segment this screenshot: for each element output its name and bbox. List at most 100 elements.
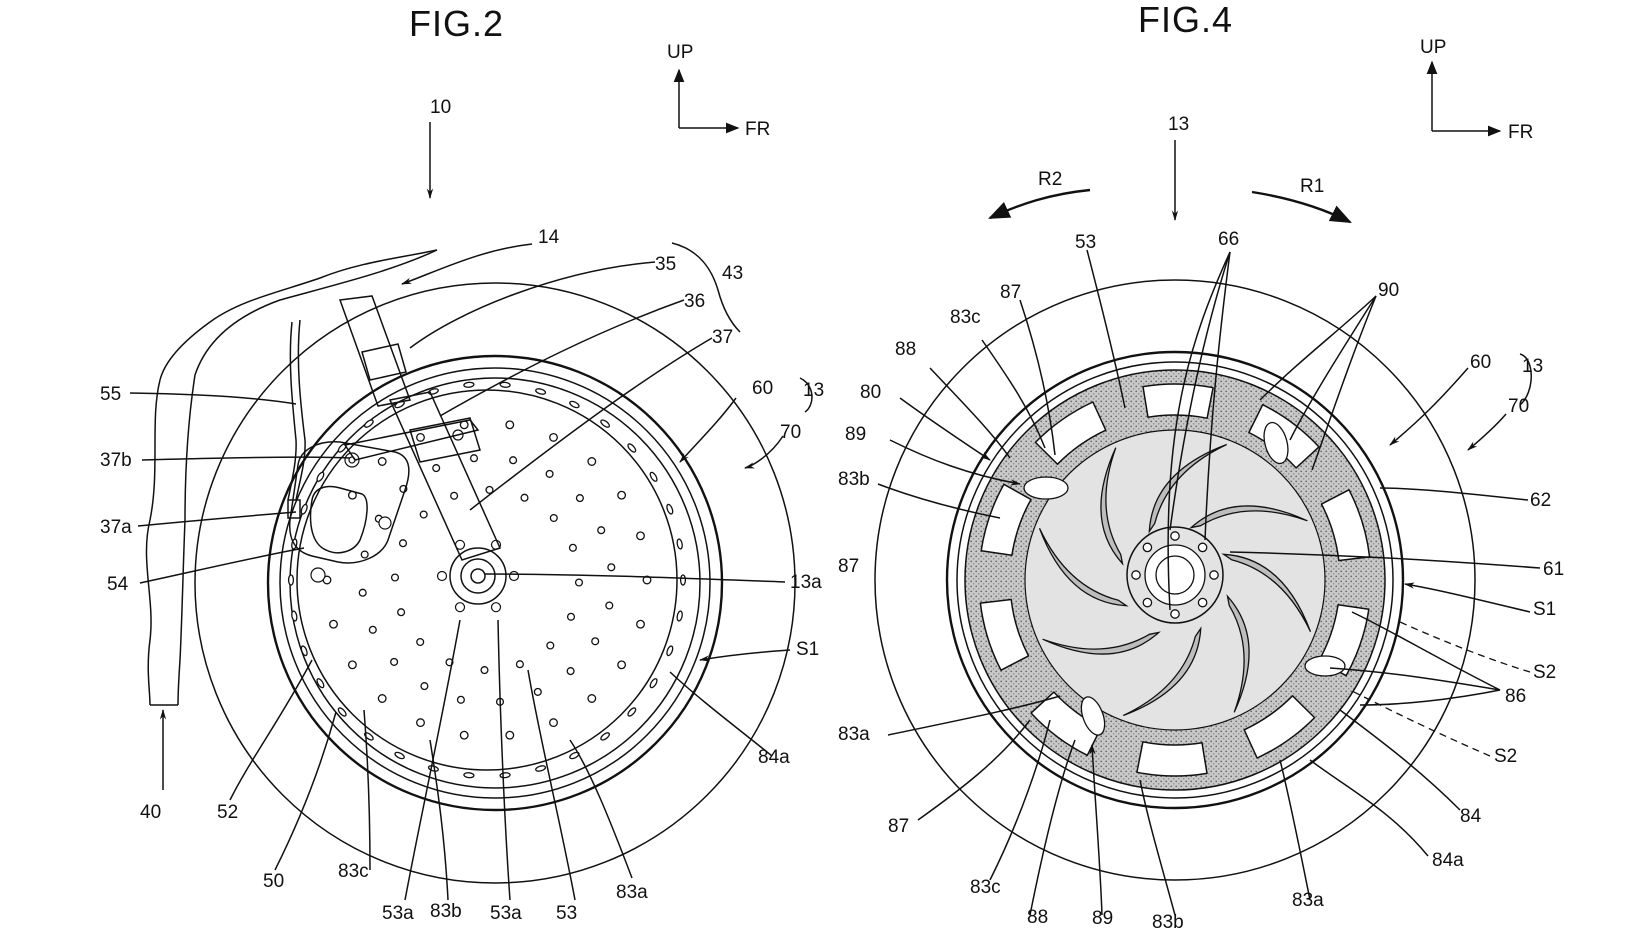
fig4-label-60: 60 — [1470, 352, 1491, 373]
disc-hole — [607, 563, 616, 572]
fig4-label-66: 66 — [1218, 229, 1239, 250]
fig2-label-83a: 83a — [616, 882, 648, 903]
disc-slot — [676, 538, 683, 550]
disc-slot — [287, 574, 295, 586]
disc-hole — [568, 543, 577, 552]
disc-hole — [636, 619, 645, 629]
hub-bolt — [1197, 542, 1208, 553]
disc-slot — [627, 707, 637, 717]
disc-hole — [617, 490, 627, 500]
fig2-label-53a-right: 53a — [490, 903, 522, 924]
fig2-label-84a: 84a — [758, 747, 790, 768]
hub-bolt — [1170, 531, 1180, 541]
fig2-label-35: 35 — [655, 254, 676, 275]
disc-slot — [676, 610, 683, 622]
fig4-label-S2-lower: S2 — [1494, 746, 1517, 767]
hub-bolt — [490, 602, 502, 613]
hub-bolt — [1142, 597, 1153, 608]
disc-slot — [394, 751, 405, 760]
disc-hole — [420, 682, 429, 691]
fig2-label-83c: 83c — [338, 861, 369, 882]
disc-hole — [347, 660, 357, 670]
hub-bolt — [1131, 570, 1141, 580]
disc-hole — [566, 612, 576, 621]
fin — [1189, 505, 1308, 529]
disc-slot — [316, 471, 325, 482]
disc-hole — [520, 493, 529, 502]
disc-hole — [416, 637, 425, 647]
disc-slot — [364, 732, 374, 741]
hub-bolt — [436, 570, 448, 582]
fin — [1123, 626, 1202, 717]
fig2-label-53: 53 — [556, 903, 577, 924]
disc-hole — [605, 601, 614, 610]
disc-slot — [337, 707, 347, 717]
disc-hole — [533, 687, 542, 696]
disc-slot — [463, 772, 475, 779]
fin — [1226, 594, 1250, 713]
hub-bolt — [1170, 609, 1180, 619]
disc-hole — [485, 485, 494, 494]
fin — [1148, 443, 1227, 534]
disc-hole — [469, 454, 479, 463]
fig2-label-53a-left: 53a — [382, 903, 414, 924]
fig2-label-13: 13 — [803, 380, 824, 401]
disc-slot — [666, 645, 674, 657]
fig2-label-10: 10 — [430, 97, 451, 118]
fig4-label-83a-bottom: 83a — [1292, 890, 1324, 911]
disc-slot — [600, 419, 610, 428]
rim-window — [979, 598, 1030, 671]
disc-hole — [546, 641, 555, 650]
fig4-label-13-right: 13 — [1522, 356, 1543, 377]
fig4-label-83b-top: 83b — [838, 469, 870, 490]
disc-hole — [587, 457, 597, 466]
disc-hole — [390, 657, 399, 666]
disc-slot — [316, 678, 325, 689]
disc-hole — [360, 550, 369, 559]
disc-hole — [416, 718, 425, 728]
fig4-label-90: 90 — [1378, 280, 1399, 301]
fig4-rotation-R2: R2 — [1038, 169, 1062, 190]
figure-4: FIG.4 UP FR R2 R1 — [838, 0, 1564, 928]
fig4-label-87-top: 87 — [1000, 282, 1021, 303]
fig4-axis-indicator: UP FR — [1420, 37, 1533, 143]
disc-hole — [574, 578, 584, 587]
disc-hole — [480, 666, 489, 675]
fig2-leader-lines — [129, 122, 813, 901]
disc-hole — [549, 432, 558, 442]
disc-hole — [636, 531, 645, 541]
disc-slot — [499, 381, 511, 388]
fig4-label-84: 84 — [1460, 806, 1482, 827]
fig4-up-label: UP — [1420, 37, 1446, 58]
hub-bolt — [508, 570, 520, 582]
rim-window — [1136, 741, 1208, 777]
rim-window — [980, 483, 1032, 557]
fig4-label-83c-top: 83c — [950, 307, 981, 328]
disc-slot — [463, 381, 475, 388]
disc-hole — [597, 526, 606, 535]
rim-window — [1243, 695, 1316, 759]
disc-hole — [617, 660, 627, 670]
figure-2: FIG.2 UP FR — [100, 3, 824, 924]
fig2-label-40: 40 — [140, 802, 161, 823]
fig2-label-52: 52 — [217, 802, 238, 823]
fig2-fr-label: FR — [745, 119, 770, 140]
disc-slot — [649, 678, 658, 689]
fig2-label-83b: 83b — [430, 901, 462, 922]
fig2-brake-caliper — [287, 319, 480, 583]
fig2-wheel — [194, 282, 796, 884]
disc-hole — [368, 625, 377, 634]
fig4-label-83c-bottom: 83c — [970, 877, 1001, 898]
fig4-label-53: 53 — [1075, 232, 1096, 253]
fig4-rotation-R1: R1 — [1300, 176, 1324, 197]
fig4-label-84a: 84a — [1432, 850, 1464, 871]
disc-hole — [566, 667, 575, 676]
disc-hole — [549, 513, 558, 523]
fig4-label-80: 80 — [860, 382, 881, 403]
fig2-up-label: UP — [667, 42, 693, 63]
fig4-callout-labels: 13 53 66 87 90 83c 88 80 89 83b 87 60 13… — [838, 114, 1564, 928]
fig4-label-88-bottom: 88 — [1027, 907, 1048, 928]
fig4-label-88-top: 88 — [895, 339, 916, 360]
fig4-label-70: 70 — [1508, 396, 1529, 417]
fig4-label-83a-left: 83a — [838, 724, 870, 745]
